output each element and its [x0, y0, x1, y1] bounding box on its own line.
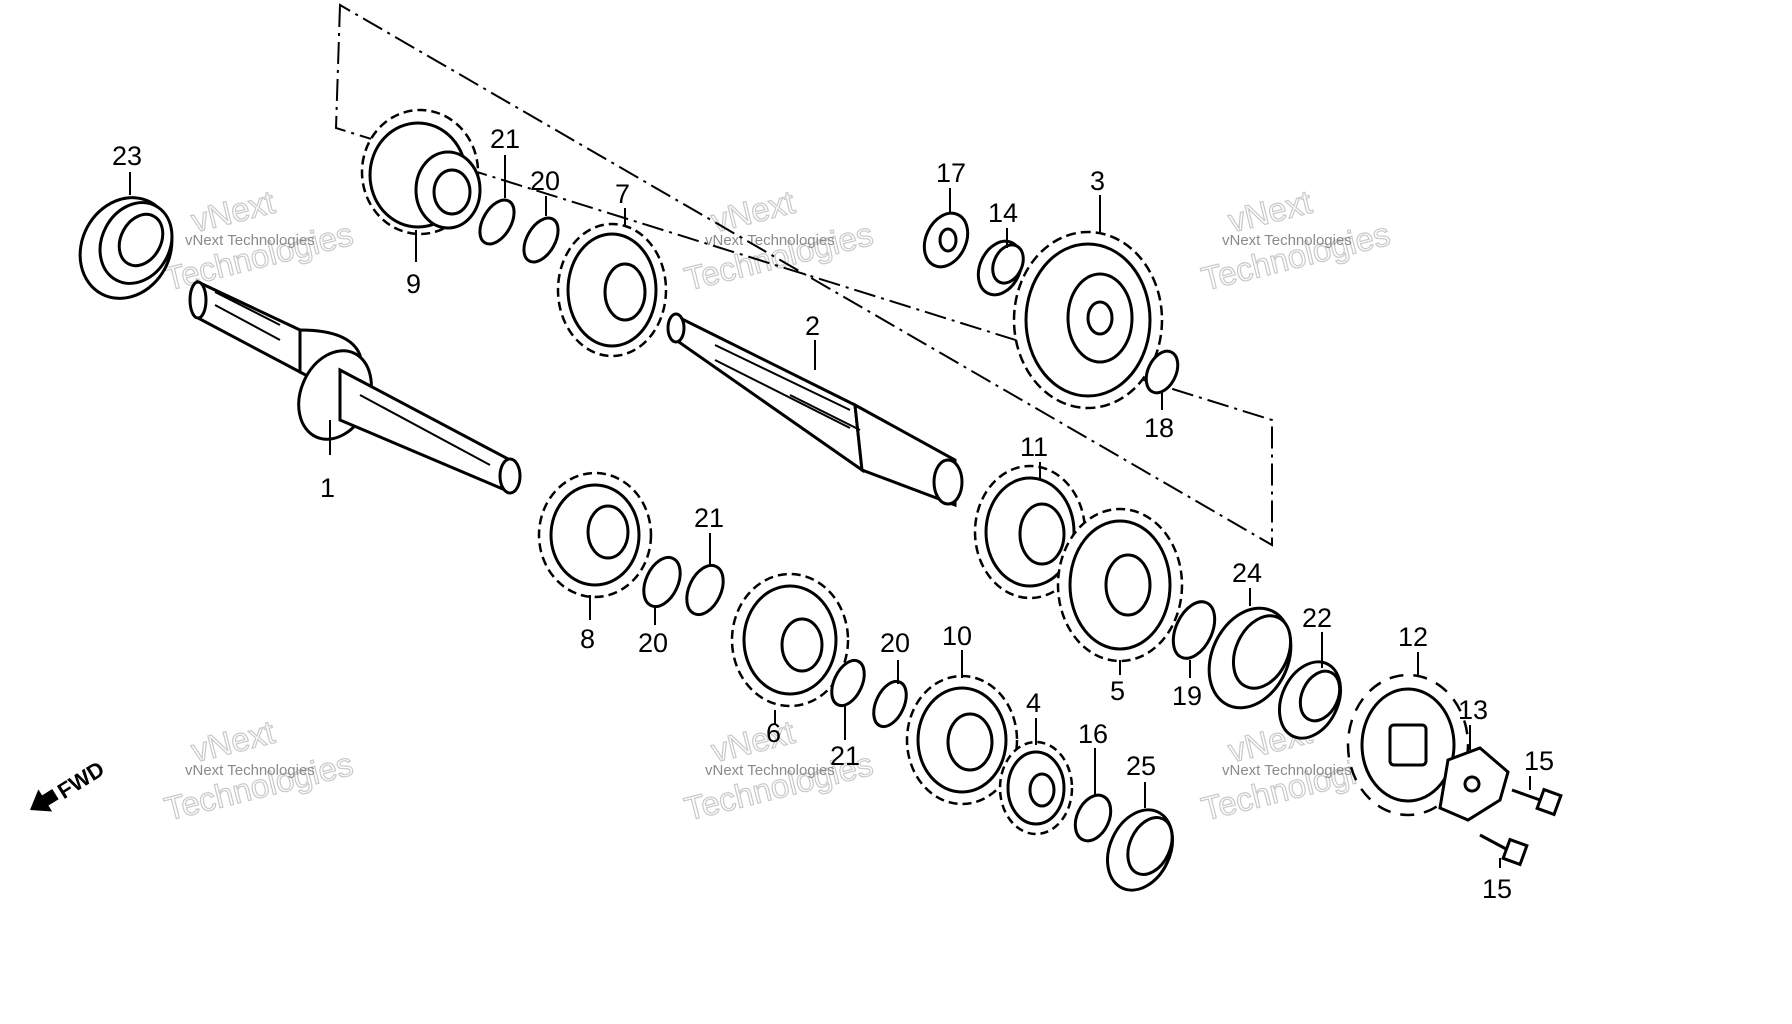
dashed-frame — [334, 3, 1273, 547]
watermark-small-1: vNext Technologies — [185, 232, 315, 249]
part-11-gear — [973, 464, 1087, 600]
watermark-big-4: Technologies — [681, 215, 877, 298]
part-9-gear — [360, 108, 482, 236]
callout-17: 17 — [936, 158, 966, 188]
part-19-washer — [1171, 600, 1217, 660]
callout-12: 12 — [1398, 622, 1428, 652]
watermark-small-5: vNext Technologies — [705, 762, 835, 779]
part-14-bushing — [976, 239, 1025, 297]
watermark-big-8: Technologies — [161, 745, 357, 828]
watermark-1: vNext Technologies vNext Technologies — [160, 182, 357, 298]
part-18-washer — [1144, 349, 1180, 395]
part-4-gear — [998, 740, 1074, 836]
callout-2: 2 — [805, 311, 820, 341]
callout-25: 25 — [1126, 751, 1156, 781]
callout-18: 18 — [1144, 413, 1174, 443]
watermark-big-6: Technologies — [1198, 215, 1394, 298]
watermark-small-2: vNext Technologies — [705, 232, 835, 249]
part-10-gear — [905, 674, 1019, 806]
callout-15-top: 15 — [1524, 746, 1554, 776]
callout-23: 23 — [112, 141, 142, 171]
arrow-left-down-icon — [30, 789, 59, 812]
part-20-washer-mid — [642, 555, 682, 609]
callout-13: 13 — [1458, 695, 1488, 725]
part-2-countershaft — [666, 312, 964, 508]
callout-7: 7 — [615, 179, 630, 209]
callout-10: 10 — [942, 621, 972, 651]
callout-6: 6 — [766, 718, 781, 748]
callout-20-mid: 20 — [638, 628, 668, 658]
callout-1: 1 — [320, 473, 335, 503]
watermark-small-4: vNext Technologies — [185, 762, 315, 779]
watermark-big-7: vNext — [187, 713, 278, 769]
callout-19: 19 — [1172, 681, 1202, 711]
part-25-bearing — [1106, 808, 1174, 892]
callout-24: 24 — [1232, 558, 1262, 588]
callout-labels: 1 2 3 4 5 6 7 8 9 10 11 12 13 14 15 15 1… — [112, 124, 1554, 904]
callout-21-top: 21 — [490, 124, 520, 154]
part-20-washer-top — [522, 216, 560, 264]
part-22-collar — [1278, 660, 1342, 740]
part-17-hole — [938, 227, 958, 253]
callout-3: 3 — [1090, 166, 1105, 196]
watermark-big-2: Technologies — [161, 215, 357, 298]
callout-8: 8 — [580, 624, 595, 654]
part-15-bolt-bottom — [1479, 833, 1529, 867]
callout-9: 9 — [406, 269, 421, 299]
part-23-bearing — [78, 196, 174, 300]
watermark-big-3: vNext — [707, 183, 798, 239]
callout-20-bottom: 20 — [880, 628, 910, 658]
part-21-circlip-top — [478, 198, 516, 246]
part-21-circlip-bottom — [830, 658, 866, 708]
watermark-big-5: vNext — [1224, 183, 1315, 239]
callout-22: 22 — [1302, 603, 1332, 633]
callout-16: 16 — [1078, 719, 1108, 749]
part-20-washer-bottom — [872, 679, 908, 729]
callout-20-top: 20 — [530, 166, 560, 196]
watermark-small-3: vNext Technologies — [1222, 232, 1352, 249]
callout-14: 14 — [988, 198, 1018, 228]
part-1-mainshaft — [188, 279, 522, 495]
callout-21-bottom: 21 — [830, 741, 860, 771]
callout-11: 11 — [1020, 432, 1048, 462]
watermark-4: vNext Technologies vNext Technologies — [160, 712, 357, 828]
watermark-big-9: vNext — [707, 713, 798, 769]
part-13-hole — [1463, 775, 1481, 793]
part-21-circlip-mid — [685, 563, 725, 617]
callout-4: 4 — [1026, 688, 1041, 718]
watermark-small-6: vNext Technologies — [1222, 762, 1352, 779]
callout-5: 5 — [1110, 676, 1125, 706]
part-24-bearing — [1207, 606, 1293, 710]
part-8-gear — [537, 471, 653, 599]
part-3-gear — [1012, 230, 1164, 410]
part-16-washer — [1073, 793, 1113, 843]
leader-lines — [129, 155, 1531, 868]
part-6-gear — [730, 572, 850, 708]
part-5-gear — [1056, 507, 1184, 663]
watermark-big-1: vNext — [187, 183, 278, 239]
watermark-2: vNext Technologies vNext Technologies — [680, 182, 877, 298]
callout-21-mid: 21 — [694, 503, 724, 533]
callout-15-bottom: 15 — [1482, 874, 1512, 904]
part-12-sprocket — [1346, 673, 1470, 817]
fwd-label: FWD — [53, 756, 109, 804]
watermark-3: vNext Technologies vNext Technologies — [1197, 182, 1394, 298]
part-7-gear — [556, 222, 668, 358]
part-15-bolt-top — [1511, 787, 1563, 817]
fwd-indicator: FWD — [30, 756, 109, 812]
